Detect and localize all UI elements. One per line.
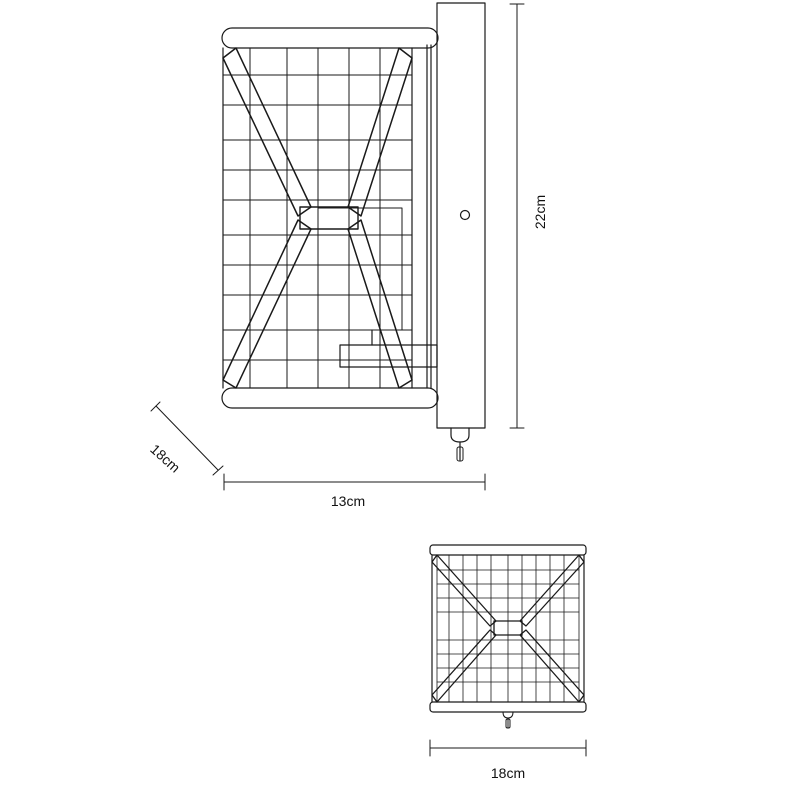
front-bottom-cap	[429, 701, 587, 713]
top-cap	[221, 27, 439, 49]
front-x-frame-bars	[431, 554, 585, 703]
x-frame-bars	[222, 47, 413, 389]
bottom-cap	[221, 387, 439, 409]
side-view	[221, 2, 486, 462]
height-dimension	[509, 3, 525, 429]
front-pull-switch	[502, 711, 514, 729]
front-center-hub	[493, 620, 523, 636]
height-dimension-label: 22cm	[532, 195, 548, 229]
width-dimension-front-label: 18cm	[491, 765, 525, 781]
front-top-cap	[429, 544, 587, 556]
front-view	[429, 544, 587, 729]
back-plate	[436, 2, 486, 429]
width-dimension-side-label: 13cm	[331, 493, 365, 509]
depth-dimension	[150, 401, 224, 476]
socket-arm	[339, 344, 438, 368]
mounting-screw	[459, 209, 471, 221]
mesh-grid	[222, 47, 413, 389]
bulb-socket-outline	[317, 207, 403, 331]
center-hub	[299, 206, 359, 230]
pull-switch	[450, 427, 470, 462]
width-dimension-front	[429, 739, 587, 757]
front-mesh-grid	[436, 554, 580, 703]
depth-dimension-label: 18cm	[147, 441, 183, 476]
width-dimension-side	[223, 473, 486, 491]
